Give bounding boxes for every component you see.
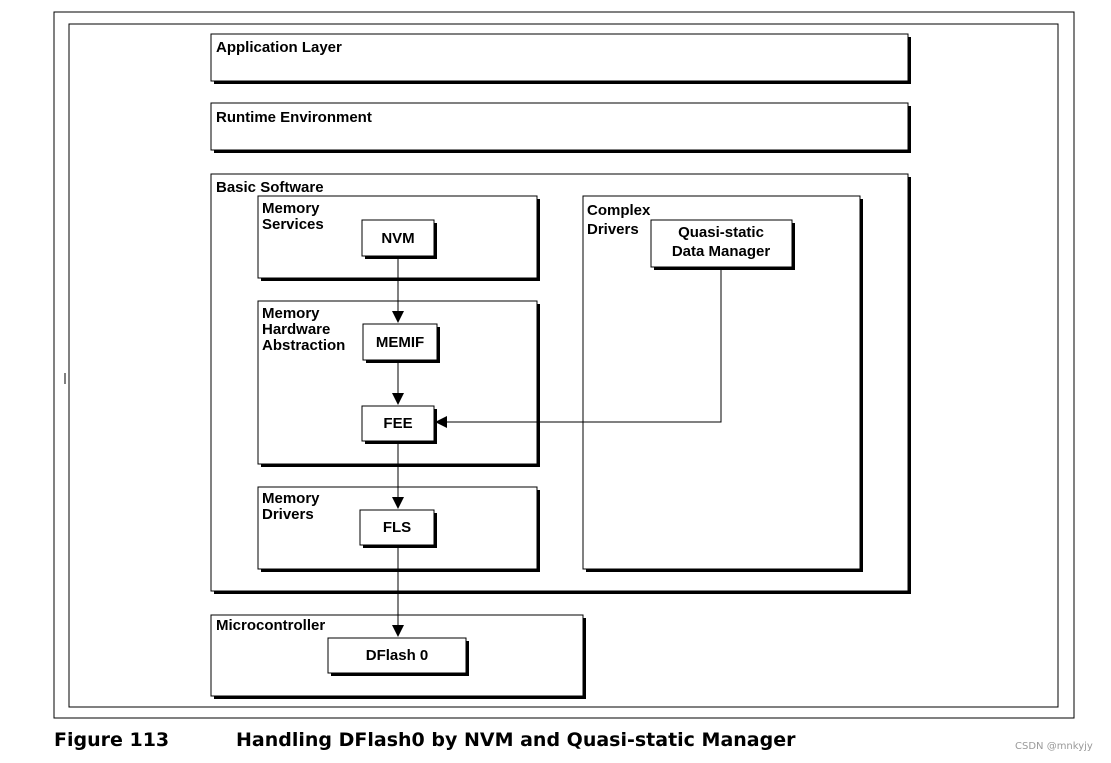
nvm-label: NVM (381, 230, 414, 247)
outer-frame (53, 11, 1075, 719)
memory-services-label-line2: Services (262, 216, 324, 233)
memory-drivers-label-line1: Memory (262, 490, 320, 507)
memory-drivers-label-line2: Drivers (262, 506, 314, 523)
memif-module: MEMIF (362, 323, 440, 363)
memif-label: MEMIF (376, 334, 424, 351)
fls-module: FLS (359, 509, 437, 548)
dflash-label: DFlash 0 (366, 647, 429, 664)
watermark: CSDN @mnkyjy (1015, 741, 1093, 752)
quasi-static-data-manager-module: Quasi-static Data Manager (650, 219, 795, 270)
application-layer: Application Layer (210, 33, 911, 84)
application-layer-label: Application Layer (216, 39, 342, 56)
runtime-environment-layer: Runtime Environment (210, 102, 911, 153)
nvm-module: NVM (361, 219, 437, 259)
quasi-static-label-line2: Data Manager (672, 243, 771, 260)
memory-hw-abstraction-label-line3: Abstraction (262, 337, 345, 354)
quasi-static-label-line1: Quasi-static (678, 224, 764, 241)
memory-hw-abstraction-label-line1: Memory (262, 305, 320, 322)
fee-module: FEE (361, 405, 437, 444)
connectors (392, 257, 722, 637)
figure-number: Figure 113 (54, 729, 170, 751)
fee-label: FEE (383, 415, 412, 432)
arrow-quasi-static-to-fee (435, 268, 722, 428)
complex-drivers-label-line2: Drivers (587, 221, 639, 238)
complex-drivers-label-line1: Complex (587, 202, 651, 219)
dflash-module: DFlash 0 (327, 637, 469, 676)
inner-frame (68, 23, 1059, 708)
microcontroller-label: Microcontroller (216, 617, 325, 634)
memory-services-label-line1: Memory (262, 200, 320, 217)
memory-services-group: Memory Services (257, 195, 540, 281)
figure-title: Handling DFlash0 by NVM and Quasi-static… (236, 729, 796, 751)
memory-hw-abstraction-label-line2: Hardware (262, 321, 330, 338)
runtime-environment-label: Runtime Environment (216, 109, 372, 126)
basic-software-label: Basic Software (216, 179, 324, 196)
fls-label: FLS (383, 519, 411, 536)
